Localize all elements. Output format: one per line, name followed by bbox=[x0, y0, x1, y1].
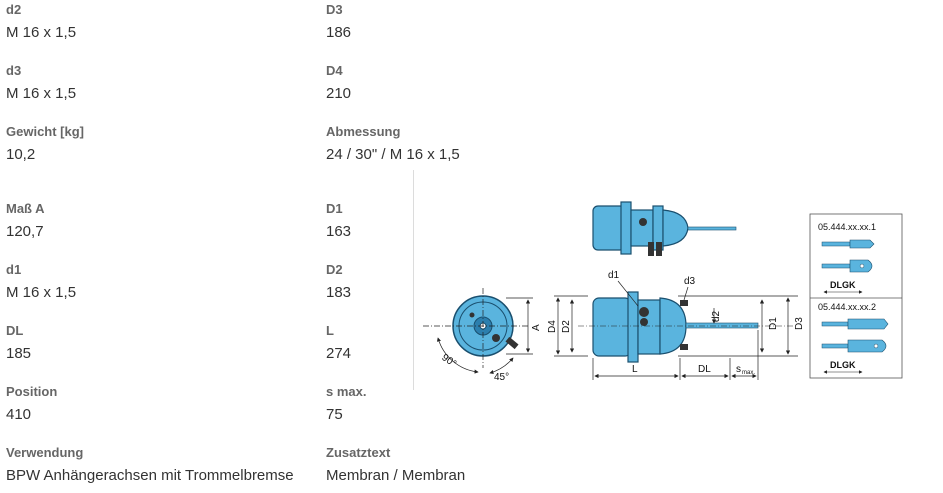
field-label: D4 bbox=[326, 63, 343, 78]
field-value: 163 bbox=[326, 223, 352, 240]
field-value: M 16 x 1,5 bbox=[6, 24, 77, 41]
field-label: D1 bbox=[326, 201, 343, 216]
field-value: 185 bbox=[6, 345, 32, 362]
field-D1: D1 163 bbox=[326, 201, 351, 241]
field-D4: D4 210 bbox=[326, 63, 351, 103]
field-value: 210 bbox=[326, 85, 352, 102]
field-value: 183 bbox=[326, 284, 352, 301]
label-L: L bbox=[632, 364, 638, 375]
field-label: Gewicht [kg] bbox=[6, 124, 85, 139]
field-mass-a: Maß A 120,7 bbox=[6, 201, 45, 241]
field-zusatztext: Zusatztext Membran / Membran bbox=[326, 445, 465, 485]
field-value: 10,2 bbox=[6, 146, 36, 163]
field-D2: D2 183 bbox=[326, 262, 351, 302]
label-D3: D3 bbox=[794, 317, 805, 330]
field-d1: d1 M 16 x 1,5 bbox=[6, 262, 76, 302]
label-d1: d1 bbox=[608, 270, 620, 281]
field-d2: d2 M 16 x 1,5 bbox=[6, 2, 76, 42]
field-position: Position 410 bbox=[6, 384, 57, 424]
field-D3: D3 186 bbox=[326, 2, 351, 42]
label-A: A bbox=[531, 324, 542, 331]
field-label: D3 bbox=[326, 2, 343, 17]
variant-1-code: 05.444.xx.xx.1 bbox=[818, 222, 876, 232]
field-label: D2 bbox=[326, 262, 343, 277]
field-value: M 16 x 1,5 bbox=[6, 284, 77, 301]
field-label: Zusatztext bbox=[326, 445, 391, 460]
drawing-divider bbox=[413, 170, 414, 390]
field-value: 75 bbox=[326, 406, 343, 423]
field-label: d3 bbox=[6, 63, 22, 78]
field-DL: DL 185 bbox=[6, 323, 31, 363]
label-D2: D2 bbox=[561, 320, 572, 333]
field-s-max: s max. 75 bbox=[326, 384, 366, 424]
field-label: d1 bbox=[6, 262, 22, 277]
field-label: d2 bbox=[6, 2, 22, 17]
field-abmessung: Abmessung 24 / 30" / M 16 x 1,5 bbox=[326, 124, 460, 164]
variant-box: 05.444.xx.xx.1 DLGK 05.444.xx.xx.2 DLGK bbox=[809, 213, 903, 379]
field-value: 410 bbox=[6, 406, 32, 423]
label-D4: D4 bbox=[547, 320, 558, 333]
label-angle-45: 45° bbox=[494, 372, 509, 383]
field-value: BPW Anhängerachsen mit Trommelbremse bbox=[6, 467, 294, 484]
variant-1-caption: DLGK bbox=[830, 280, 856, 290]
label-d2: d2 bbox=[711, 310, 722, 322]
field-value: 24 / 30" / M 16 x 1,5 bbox=[326, 146, 460, 163]
front-view: 90° 45° A bbox=[423, 288, 542, 383]
label-s-max: max. bbox=[742, 370, 755, 376]
variant-2-caption: DLGK bbox=[830, 360, 856, 370]
label-s: s bbox=[736, 364, 741, 375]
field-verwendung: Verwendung BPW Anhängerachsen mit Tromme… bbox=[6, 445, 294, 485]
field-gewicht: Gewicht [kg] 10,2 bbox=[6, 124, 84, 164]
label-d3: d3 bbox=[684, 276, 696, 287]
field-label: Position bbox=[6, 384, 58, 399]
field-label: s max. bbox=[326, 384, 367, 399]
field-label: Maß A bbox=[6, 201, 45, 216]
field-value: 274 bbox=[326, 345, 352, 362]
label-angle-90: 90° bbox=[439, 352, 458, 370]
field-value: Membran / Membran bbox=[326, 467, 466, 484]
label-DL: DL bbox=[698, 364, 711, 375]
field-label: L bbox=[326, 323, 334, 338]
field-label: Verwendung bbox=[6, 445, 84, 460]
field-label: Abmessung bbox=[326, 124, 401, 139]
label-D1: D1 bbox=[768, 317, 779, 330]
field-d3: d3 M 16 x 1,5 bbox=[6, 63, 76, 103]
field-value: 120,7 bbox=[6, 223, 44, 240]
variant-2-code: 05.444.xx.xx.2 bbox=[818, 302, 876, 312]
field-label: DL bbox=[6, 323, 24, 338]
bottom-side-view bbox=[578, 291, 794, 363]
top-side-view bbox=[592, 201, 737, 256]
field-value: M 16 x 1,5 bbox=[6, 85, 77, 102]
technical-drawing: 90° 45° A D4 D2 d1 d3 d bbox=[423, 201, 903, 383]
field-value: 186 bbox=[326, 24, 352, 41]
field-L: L 274 bbox=[326, 323, 351, 363]
